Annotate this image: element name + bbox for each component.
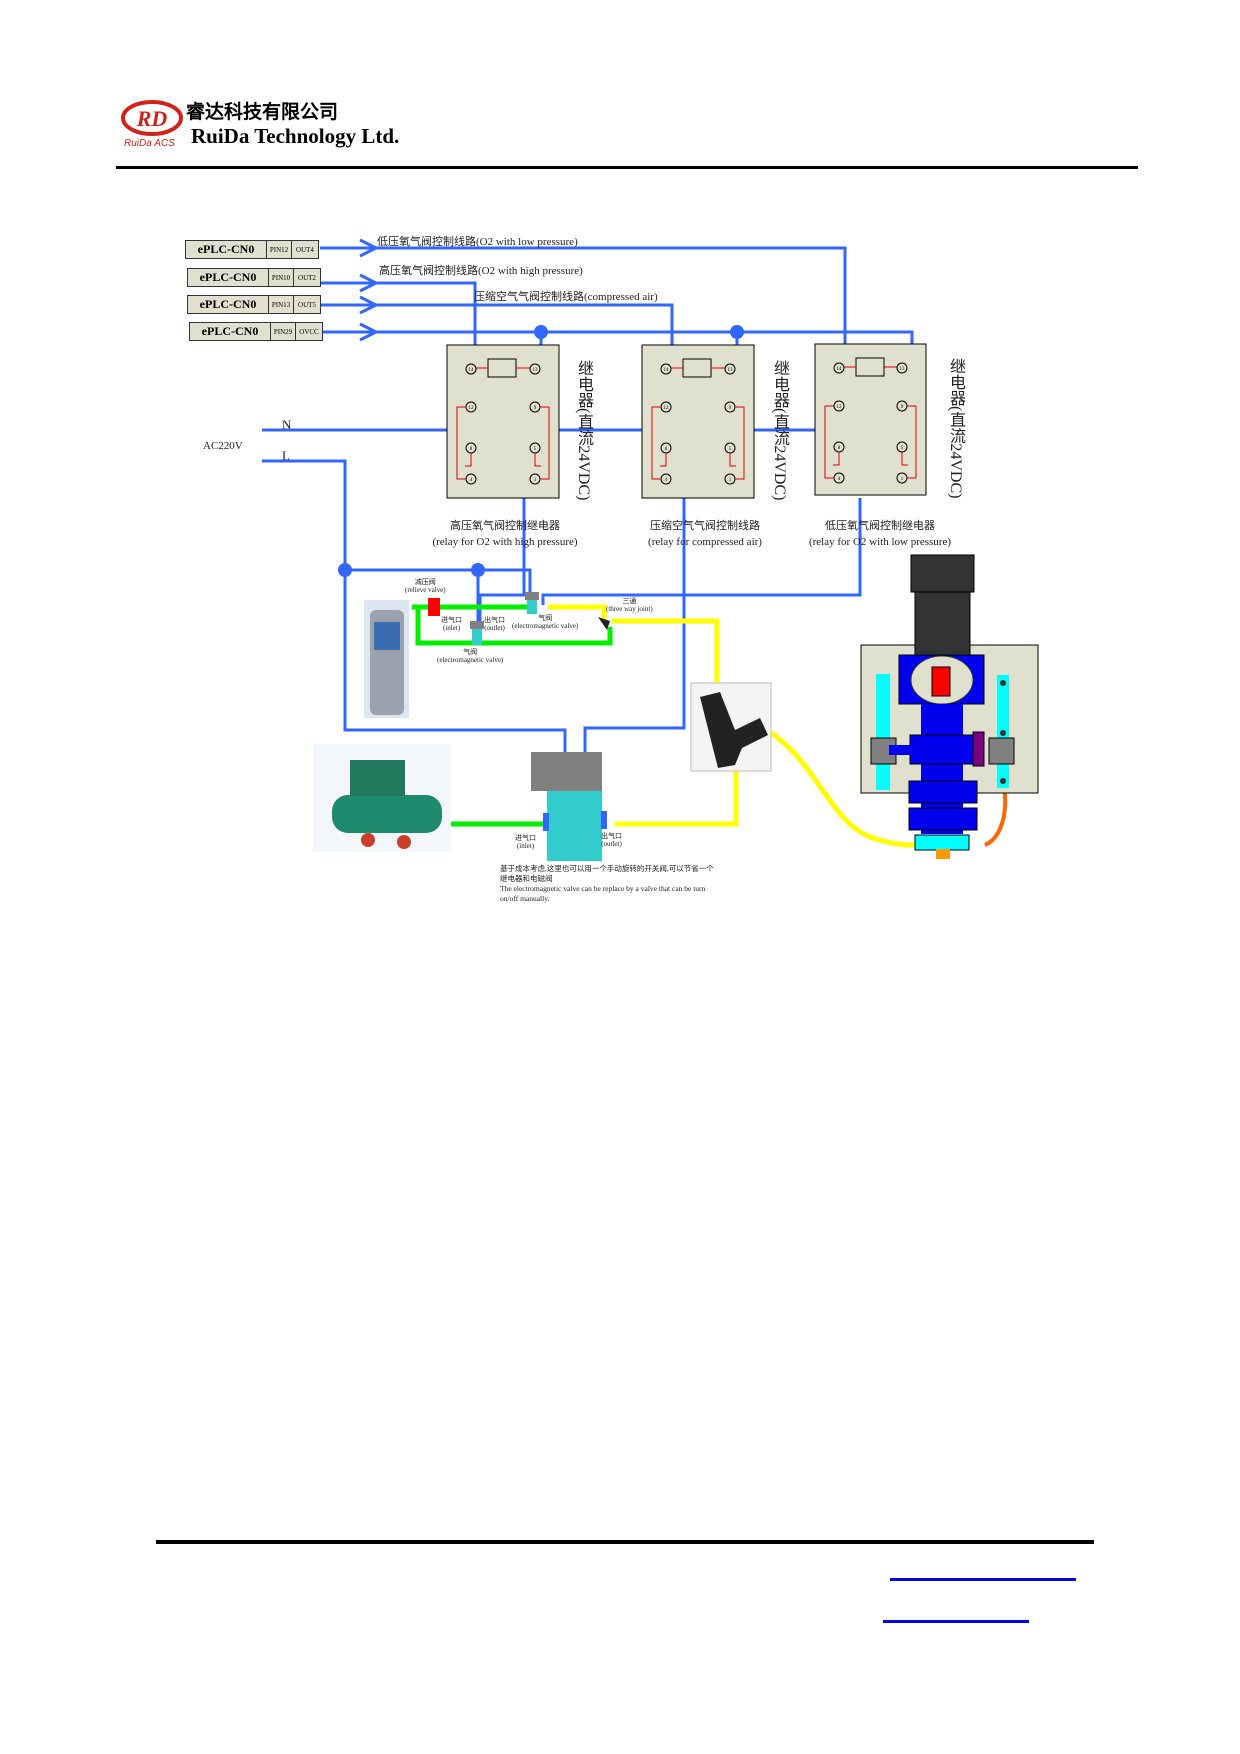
relay-pin-label: 13 <box>900 367 906 372</box>
logo-subtitle: RuiDa ACS <box>124 138 175 149</box>
air-inlet-label: 进气口(inlet) <box>515 834 536 850</box>
air-outlet-label: 出气口(outlet) <box>601 832 622 848</box>
relay-side-label: 继电器(直流24VDC) <box>575 360 592 501</box>
wire-relay1-out <box>478 498 526 628</box>
wire-out5 <box>320 303 674 364</box>
junction-dot <box>534 325 548 339</box>
logo-ellipse <box>121 100 183 136</box>
three-way-joint-icon <box>598 617 610 630</box>
plc-connector: ePLC-CN0 PIN29 OVCC <box>189 322 323 341</box>
arrow-icon <box>359 238 380 258</box>
wire-out2 <box>320 281 477 364</box>
power-source-label: AC220V <box>203 440 243 452</box>
plc-connector: ePLC-CN0 PIN13 OUT5 <box>187 295 321 314</box>
relay-caption: 高压氧气阀控制继电器 (relay for O2 with high press… <box>432 520 578 548</box>
relay: 14 13 12 9 8 5 4 1 <box>641 344 755 499</box>
wire-out4 <box>320 246 847 364</box>
relay-pin-label: 8 <box>838 446 841 451</box>
neutral-label: N <box>282 417 292 432</box>
relay-pin-label: 14 <box>837 367 843 372</box>
control-line-label: 低压氧气阀控制线路(O2 with low pressure) <box>377 236 578 248</box>
compressed-air-valve <box>531 752 607 861</box>
relay-caption: 低压氧气阀控制继电器 (relay for O2 with low pressu… <box>808 520 952 548</box>
logo-mark-text: RD <box>136 106 168 131</box>
relay: 14 13 12 9 8 5 4 1 <box>446 344 560 499</box>
relay-pin-label: 12 <box>664 406 670 411</box>
relay-pin-label: 8 <box>665 447 668 452</box>
relay-pin <box>724 363 736 375</box>
relay-pin <box>660 363 672 375</box>
relay-pin <box>529 363 541 375</box>
header-divider <box>116 166 1138 169</box>
junction-dot <box>730 325 744 339</box>
relay-pin-label: 9 <box>534 406 537 411</box>
relay-pin-label: 9 <box>901 405 904 410</box>
relay-pin-label: 13 <box>728 368 734 373</box>
valve-lower-label: 气阀(electromagnetic valve) <box>437 648 504 664</box>
control-line-label: 压缩空气气阀控制线路(compressed air) <box>474 291 658 303</box>
arrow-icon <box>359 295 380 315</box>
relief-valve-label: 减压阀(relieve valve) <box>405 578 446 594</box>
relay-pin-label: 4 <box>470 478 473 483</box>
relay-pin <box>833 362 845 374</box>
company-name-en: RuiDa Technology Ltd. <box>191 124 400 148</box>
relay-pin-label: 4 <box>665 478 668 483</box>
relay-pin-label: 1 <box>534 478 537 483</box>
air-pipe <box>548 604 607 620</box>
air-pipe-to-head <box>761 725 926 848</box>
air-compressor-icon <box>313 744 451 852</box>
control-line-label: 高压氧气阀控制线路(O2 with high pressure) <box>379 265 583 277</box>
relay-pin-label: 5 <box>901 446 904 451</box>
arrow-icon <box>359 322 380 342</box>
relay-side-label: 继电器(直流24VDC) <box>947 358 964 499</box>
relay-pin-label: 8 <box>470 447 473 452</box>
junction-dot <box>338 563 352 577</box>
wire-ovcc <box>320 330 914 345</box>
live-label: L <box>282 448 290 463</box>
three-way-joint-photo <box>690 682 772 772</box>
relay-caption: 压缩空气气阀控制线路 (relay for compressed air) <box>648 520 762 548</box>
wiring-diagram: 14 13 12 9 8 5 4 1 14 13 12 9 8 5 4 1 14 13 12 9 8 5 4 1 <box>262 238 1039 861</box>
air-pipe <box>615 765 739 827</box>
relay-pin-label: 1 <box>901 477 904 482</box>
relay-pin-label: 13 <box>533 368 539 373</box>
plc-connector: ePLC-CN0 PIN10 OUT2 <box>187 268 321 287</box>
relay-pin-label: 5 <box>534 447 537 452</box>
relay-side-label: 继电器(直流24VDC) <box>771 360 788 501</box>
relay-pin <box>896 362 908 374</box>
relay-pin-label: 1 <box>729 478 732 483</box>
o2-pipe-lower <box>415 607 613 646</box>
company-name-cn: 睿达科技有限公司 <box>186 101 339 123</box>
relay-pin-label: 12 <box>837 405 843 410</box>
inlet-label: 进气口(inlet) <box>441 616 462 632</box>
wire-live <box>262 459 567 760</box>
electromagnetic-valve-lower <box>470 621 484 645</box>
footer-link[interactable] <box>890 1578 1076 1581</box>
cost-note: 基于成本考虑,这里也可以用一个手动旋转的开关阀,可以节省一个继电器和电磁阀 Th… <box>500 864 714 903</box>
relay-pin-label: 12 <box>469 406 475 411</box>
relay-pin-label: 9 <box>729 406 732 411</box>
valve-upper-label: 气阀(electromagnetic valve) <box>512 614 579 630</box>
outlet-label: 出气口(outlet) <box>484 616 505 632</box>
three-way-label: 三通(three way joint) <box>606 597 653 613</box>
oxygen-tank-icon <box>364 600 409 718</box>
relay: 14 13 12 9 8 5 4 1 <box>814 343 927 496</box>
logo-mark: RD <box>121 100 183 136</box>
wire-relay2-out <box>583 498 686 760</box>
air-pipe <box>612 618 720 700</box>
laser-cutting-head <box>860 554 1039 859</box>
junction-dot <box>471 563 485 577</box>
electromagnetic-valve-upper <box>525 592 539 614</box>
relay-pin-label: 5 <box>729 447 732 452</box>
relay-pin-label: 14 <box>664 368 670 373</box>
footer-link[interactable] <box>883 1620 1029 1623</box>
wire-relay3-out <box>541 498 862 605</box>
relief-valve-icon <box>428 598 440 616</box>
arrow-icon <box>359 273 380 293</box>
relay-pin-label: 14 <box>469 368 475 373</box>
plc-connector: ePLC-CN0 PIN12 OUT4 <box>185 240 319 259</box>
footer-divider <box>156 1540 1094 1544</box>
relay-pin-label: 4 <box>838 477 841 482</box>
relay-pin <box>465 363 477 375</box>
